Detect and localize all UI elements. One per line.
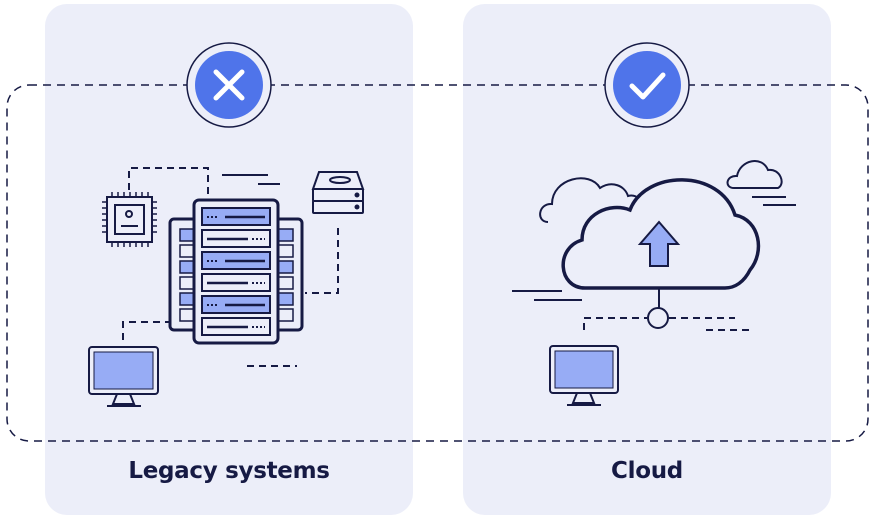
server-rack-icon — [168, 198, 304, 345]
x-icon — [186, 42, 272, 128]
network-node — [647, 307, 669, 329]
tiny-cloud-icon — [726, 160, 783, 189]
cpu-chip-icon — [102, 192, 157, 247]
monitor-icon — [88, 346, 159, 407]
dashed-boundary — [6, 84, 869, 442]
check-icon — [604, 42, 690, 128]
upload-cloud-icon — [561, 178, 761, 290]
monitor-icon-cloud — [549, 345, 619, 406]
legacy-systems-label: Legacy systems — [128, 458, 330, 484]
cloud-label: Cloud — [611, 458, 683, 484]
storage-drive-icon — [311, 171, 365, 214]
